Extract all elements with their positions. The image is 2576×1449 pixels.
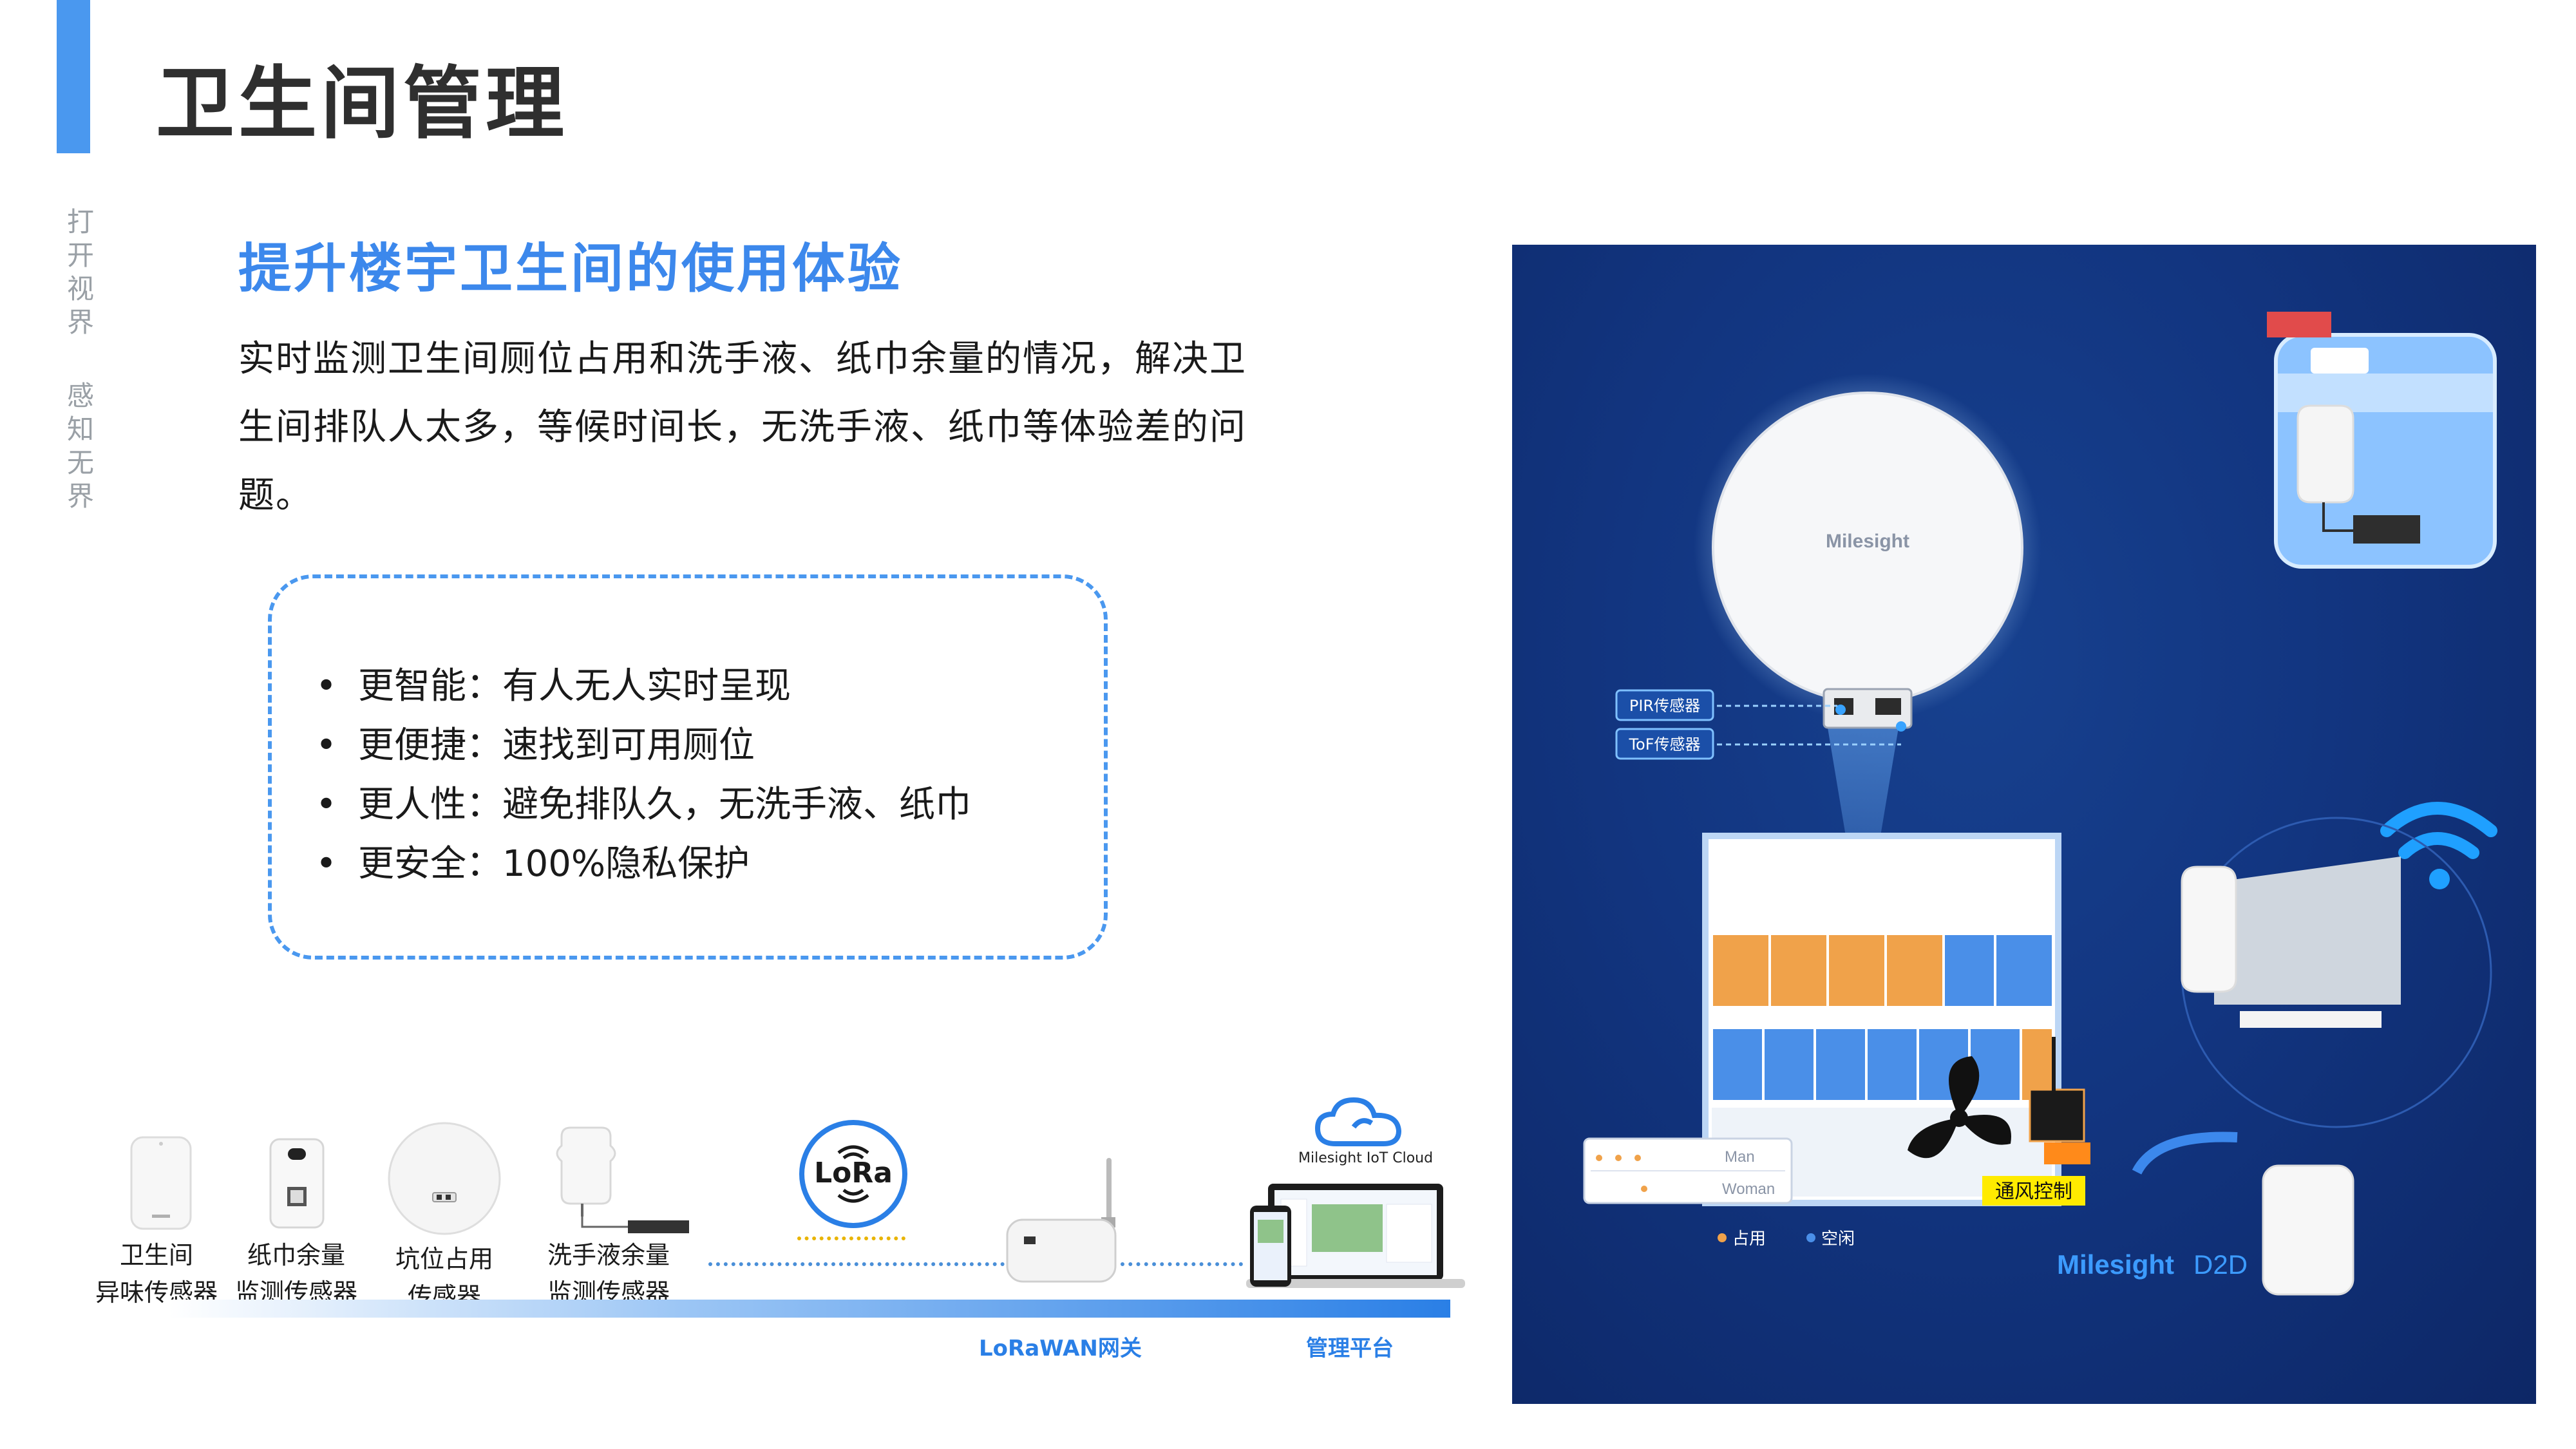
scene-illustration: Milesight PIR传感器 ToF传感器 <box>1512 245 2536 1404</box>
lora-logo: LoRa <box>799 1120 907 1228</box>
ceiling-sensor-brand: Milesight <box>1826 531 1909 552</box>
features-box <box>268 574 1108 960</box>
gateway-image <box>1006 1158 1117 1283</box>
side-slogan-line: 打开视界 <box>62 207 95 341</box>
occupancy-sensor-image <box>388 1122 501 1235</box>
lora-logo-text: LoRa <box>814 1157 893 1189</box>
tof-sensor-tag: ToF传感器 <box>1628 735 1700 753</box>
device-caption-line: 洗手液余量 <box>547 1241 670 1269</box>
feature-item: 更智能：有人无人实时呈现 <box>316 657 971 716</box>
ventilation-label: 通风控制 <box>1995 1180 2072 1203</box>
legend-occupied: 占用 <box>1732 1229 1766 1249</box>
device-caption-line: 卫生间 <box>119 1241 193 1269</box>
bottom-bar <box>169 1300 1450 1318</box>
description-line: 题。 <box>238 475 313 516</box>
cloud-icon <box>1314 1097 1402 1146</box>
pir-sensor-tag: PIR传感器 <box>1629 697 1700 715</box>
description: 实时监测卫生间厕位占用和洗手液、纸巾余量的情况，解决卫 生间排队人太多，等候时间… <box>238 325 1288 530</box>
brand-footer-suffix: D2D <box>2193 1249 2248 1280</box>
connection-line <box>708 1262 1005 1266</box>
device-caption-line: 坑位占用 <box>395 1245 493 1273</box>
gateway-label: LoRaWAN网关 <box>979 1336 1142 1361</box>
description-line: 实时监测卫生间厕位占用和洗手液、纸巾余量的情况，解决卫 <box>238 338 1247 380</box>
lora-underline <box>797 1236 905 1240</box>
feature-item: 更安全：100%隐私保护 <box>316 835 971 894</box>
platform-screens-image <box>1246 1184 1465 1288</box>
soap-sensor-image <box>556 1126 689 1233</box>
page-title: 卫生间管理 <box>156 58 568 149</box>
scene-graphic: Milesight PIR传感器 ToF传感器 <box>1583 312 2497 1296</box>
legend-vacant: 空闲 <box>1821 1229 1855 1249</box>
odor-sensor-image <box>130 1136 192 1230</box>
subtitle: 提升楼宇卫生间的使用体验 <box>238 238 904 299</box>
connection-line <box>1121 1262 1243 1266</box>
side-slogan: 打开视界 感知无界 <box>59 207 98 515</box>
device-caption-line: 纸巾余量 <box>247 1241 345 1269</box>
accent-bar <box>57 0 90 153</box>
brand-footer: Milesight <box>2057 1249 2174 1280</box>
features-list: 更智能：有人无人实时呈现 更便捷：速找到可用厕位 更人性：避免排队久，无洗手液、… <box>316 657 971 894</box>
feature-item: 更人性：避免排队久，无洗手液、纸巾 <box>316 775 971 835</box>
feature-item: 更便捷：速找到可用厕位 <box>316 716 971 775</box>
tissue-sensor-image <box>269 1138 325 1229</box>
legend-man: Man <box>1725 1148 1755 1166</box>
side-slogan-line: 感知无界 <box>62 381 95 515</box>
description-line: 生间排队人太多，等候时间长，无洗手液、纸巾等体验差的问 <box>238 406 1247 448</box>
cloud-label: Milesight IoT Cloud <box>1298 1150 1434 1166</box>
platform-label: 管理平台 <box>1306 1336 1394 1361</box>
legend-woman: Woman <box>1722 1180 1775 1198</box>
